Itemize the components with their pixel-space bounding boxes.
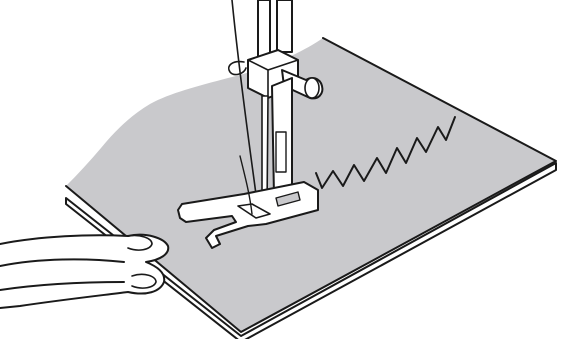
thread-loop <box>229 62 246 75</box>
clamp-screw-head <box>305 78 319 98</box>
shank-slot <box>276 132 286 172</box>
presser-bar <box>277 0 292 52</box>
hand <box>0 235 168 308</box>
